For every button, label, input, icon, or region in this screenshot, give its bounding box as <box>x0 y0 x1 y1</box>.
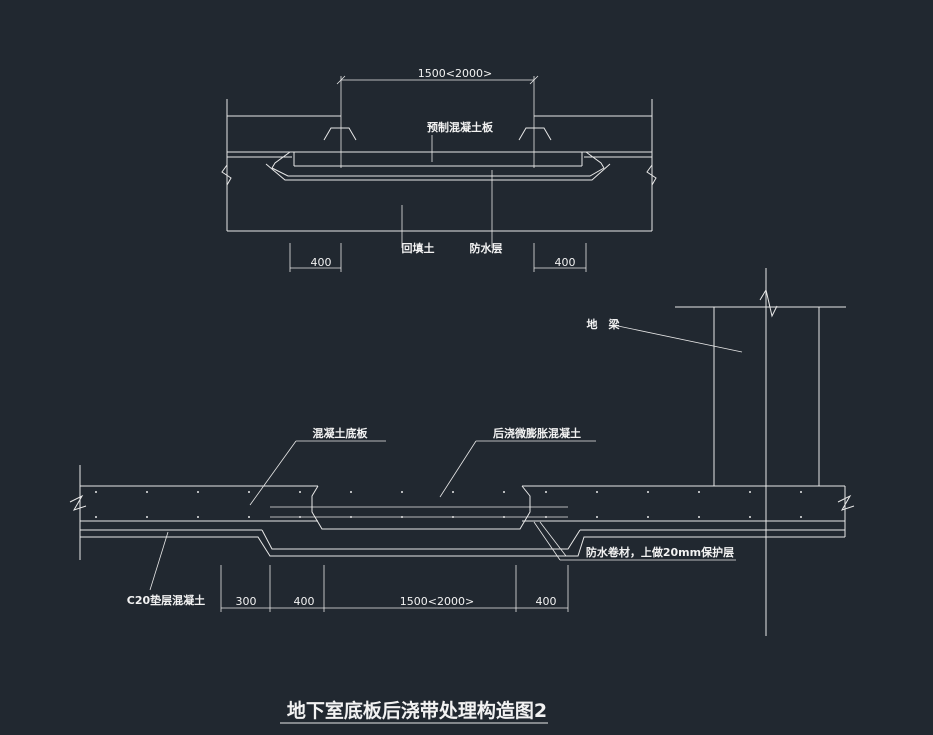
label-waterproof-membrane: 防水卷材，上做20mm保护层 <box>586 545 734 559</box>
upper-dim-top: 1500<2000> <box>418 67 492 80</box>
upper-bottom-dimensions: 400 400 <box>289 243 587 272</box>
label-waterproof-layer: 防水层 <box>470 241 503 255</box>
lower-dim-300: 300 <box>236 595 257 608</box>
label-backfill: 回填土 <box>402 241 435 255</box>
label-precast-slab: 预制混凝土板 <box>427 120 494 134</box>
ground-beam <box>617 268 846 636</box>
upper-outline <box>221 99 657 232</box>
label-ground-beam: 地 梁 <box>587 317 621 331</box>
lower-detail: 地 梁 <box>69 268 855 636</box>
upper-top-dimension: 1500<2000> <box>336 67 539 168</box>
drawing-title: 地下室底板后浇带处理构造图2 <box>287 699 547 722</box>
lower-bottom-dimensions: 300 400 1500<2000> 400 <box>220 565 569 612</box>
label-concrete-slab: 混凝土底板 <box>313 426 369 440</box>
upper-dim-right: 400 <box>555 256 576 269</box>
upper-slab-layers <box>227 127 652 181</box>
lower-dim-1500: 1500<2000> <box>400 595 474 608</box>
lower-leaders <box>149 440 736 591</box>
rebar-dots <box>95 491 802 518</box>
label-post-cast-concrete: 后浇微膨胀混凝土 <box>493 426 581 440</box>
lower-dim-400-right: 400 <box>536 595 557 608</box>
label-c20-cushion: C20垫层混凝土 <box>127 593 205 607</box>
upper-leaders <box>401 135 493 248</box>
lower-slab <box>69 465 855 560</box>
upper-dim-left: 400 <box>311 256 332 269</box>
lower-dim-400-left: 400 <box>294 595 315 608</box>
upper-detail: 1500<2000> <box>221 67 657 272</box>
